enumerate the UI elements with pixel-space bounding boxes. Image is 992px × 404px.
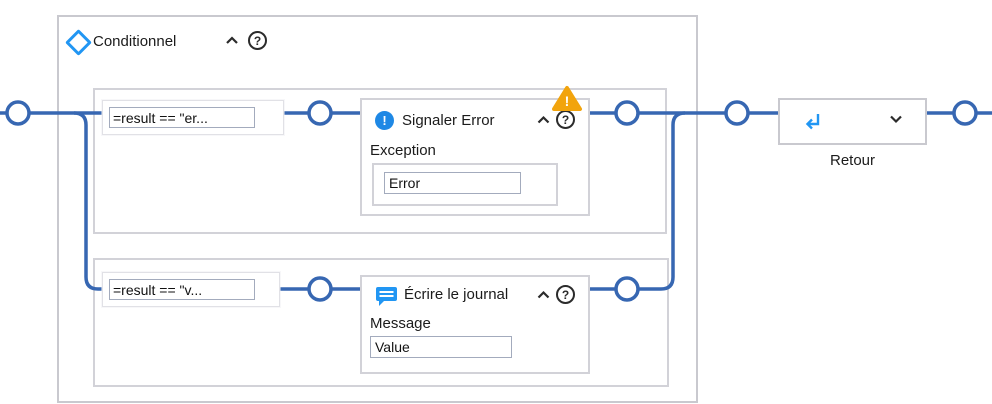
return-node[interactable] bbox=[778, 98, 927, 145]
collapse-chevron-icon[interactable] bbox=[224, 34, 240, 46]
help-icon[interactable]: ? bbox=[556, 285, 575, 304]
warning-triangle-icon[interactable]: ! bbox=[551, 85, 583, 112]
chevron-down-icon[interactable] bbox=[888, 113, 904, 125]
param-label: Exception bbox=[370, 142, 436, 159]
conditional-title: Conditionnel bbox=[93, 33, 177, 50]
connection-point-branch2-out[interactable] bbox=[614, 276, 640, 302]
action-title: Écrire le journal bbox=[404, 286, 509, 303]
condition-expression-card-2[interactable] bbox=[102, 272, 280, 307]
condition-branch-1-container[interactable] bbox=[93, 88, 667, 234]
help-icon[interactable]: ? bbox=[556, 110, 575, 129]
return-node-label: Retour bbox=[829, 152, 876, 169]
return-arrow-icon bbox=[802, 110, 824, 137]
condition-branch-2-container[interactable] bbox=[93, 258, 669, 387]
error-circle-icon: ! bbox=[375, 111, 394, 130]
svg-text:!: ! bbox=[565, 93, 570, 109]
connection-point-branch2-in[interactable] bbox=[307, 276, 333, 302]
message-value-input[interactable] bbox=[370, 336, 512, 358]
connection-point-flow-out[interactable] bbox=[952, 100, 978, 126]
message-bubble-icon bbox=[375, 286, 398, 312]
param-label: Message bbox=[370, 315, 431, 332]
connection-point-flow-in[interactable] bbox=[5, 100, 31, 126]
help-icon[interactable]: ? bbox=[248, 31, 267, 50]
collapse-chevron-icon[interactable] bbox=[536, 114, 551, 125]
connection-point-branch1-out[interactable] bbox=[614, 100, 640, 126]
action-card-write-log[interactable]: Écrire le journal ? Message bbox=[360, 275, 590, 374]
collapse-chevron-icon[interactable] bbox=[536, 289, 551, 300]
action-title: Signaler Error bbox=[402, 112, 495, 129]
condition-expression-input-1[interactable] bbox=[109, 107, 255, 128]
condition-expression-input-2[interactable] bbox=[109, 279, 255, 300]
action-card-signaler-error[interactable]: ! Signaler Error ? Exception bbox=[360, 98, 590, 216]
connection-point-branch1-in[interactable] bbox=[307, 100, 333, 126]
connection-point-return-in[interactable] bbox=[724, 100, 750, 126]
param-group-box bbox=[372, 163, 558, 206]
condition-expression-card-1[interactable] bbox=[102, 100, 284, 135]
exception-value-input[interactable] bbox=[384, 172, 521, 194]
conditional-container[interactable] bbox=[57, 15, 698, 403]
